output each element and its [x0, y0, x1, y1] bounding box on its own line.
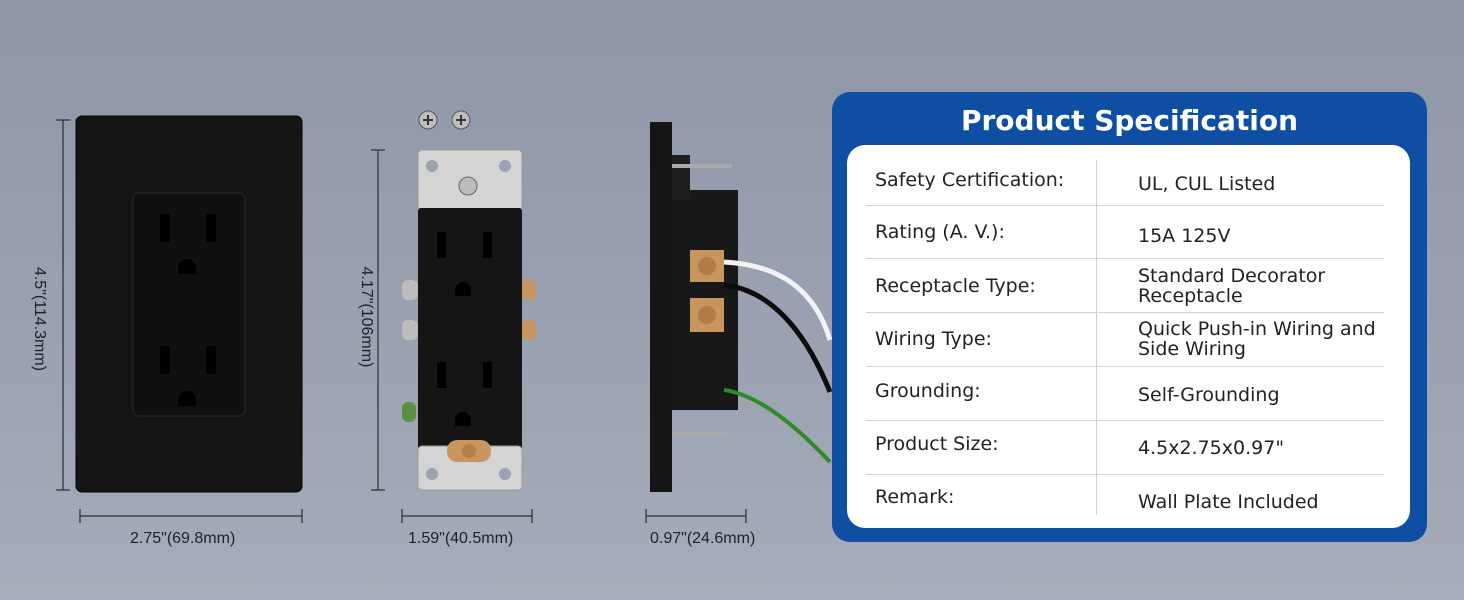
spec-row-remark: Remark: Wall Plate Included	[866, 475, 1384, 515]
spec-value: 15A 125V	[1138, 225, 1231, 247]
spec-value: 4.5x2.75x0.97"	[1138, 437, 1285, 459]
receptacle-width-label: 1.59"(40.5mm)	[408, 530, 514, 547]
spec-row-safety: Safety Certification: UL, CUL Listed	[866, 160, 1384, 206]
spec-value: Self-Grounding	[1138, 384, 1280, 406]
spec-row-wiring: Wiring Type: Quick Push-in Wiring and Si…	[866, 313, 1384, 367]
spec-row-receptacle-type: Receptacle Type: Standard Decorator Rece…	[866, 259, 1384, 313]
plate-height-label: 4.5"(114.3mm)	[31, 266, 48, 372]
spec-value: Standard Decorator Receptacle	[1138, 265, 1326, 307]
spec-panel: Product Specification Safety Certificati…	[832, 92, 1427, 542]
spec-label: Remark:	[875, 486, 955, 508]
spec-value: Quick Push-in Wiring and Side Wiring	[1138, 318, 1376, 360]
spec-label: Wiring Type:	[875, 328, 992, 350]
spec-label: Product Size:	[875, 433, 999, 455]
spec-label: Safety Certification:	[875, 169, 1065, 191]
spec-row-size: Product Size: 4.5x2.75x0.97"	[866, 421, 1384, 475]
spec-row-rating: Rating (A. V.): 15A 125V	[866, 206, 1384, 259]
spec-label: Receptacle Type:	[875, 275, 1036, 297]
plate-width-label: 2.75"(69.8mm)	[130, 530, 236, 547]
spec-divider	[1096, 160, 1097, 515]
spec-value: UL, CUL Listed	[1138, 173, 1276, 195]
receptacle-height-label: 4.17"(106mm)	[358, 266, 375, 368]
spec-label: Rating (A. V.):	[875, 221, 1005, 243]
depth-label: 0.97"(24.6mm)	[650, 530, 756, 547]
spec-label: Grounding:	[875, 380, 981, 402]
spec-table: Safety Certification: UL, CUL Listed Rat…	[847, 145, 1410, 528]
spec-row-grounding: Grounding: Self-Grounding	[866, 367, 1384, 421]
spec-title: Product Specification	[960, 104, 1299, 137]
spec-value: Wall Plate Included	[1138, 491, 1319, 513]
